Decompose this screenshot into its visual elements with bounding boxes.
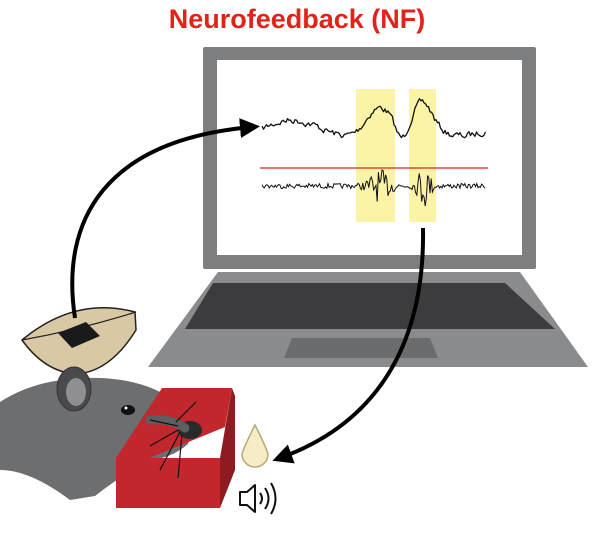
- laptop-trackpad: [284, 338, 438, 358]
- mouse-whiskers: [149, 401, 197, 479]
- highlight-window-2: [409, 89, 436, 222]
- lick-port-side: [220, 388, 235, 508]
- filtered-trace: [261, 169, 486, 207]
- screen-content: [260, 89, 488, 222]
- mouse: [0, 366, 191, 500]
- headstage: [20, 307, 137, 375]
- arrow-screen-to-reward: [272, 227, 426, 464]
- arrow-headstage-to-screen: [70, 118, 260, 319]
- speaker-icon: [239, 482, 277, 515]
- headstage-sensor: [58, 322, 100, 348]
- lick-port: [116, 388, 235, 508]
- figure-title: Neurofeedback (NF): [168, 4, 426, 34]
- water-drop-icon: [241, 423, 269, 468]
- mouse-body: [0, 377, 191, 500]
- lick-port-front: [116, 458, 220, 508]
- laptop-keyboard: [185, 283, 555, 329]
- lick-port-top: [116, 388, 232, 470]
- lfp-trace: [261, 98, 487, 139]
- mouse-eye: [121, 405, 135, 415]
